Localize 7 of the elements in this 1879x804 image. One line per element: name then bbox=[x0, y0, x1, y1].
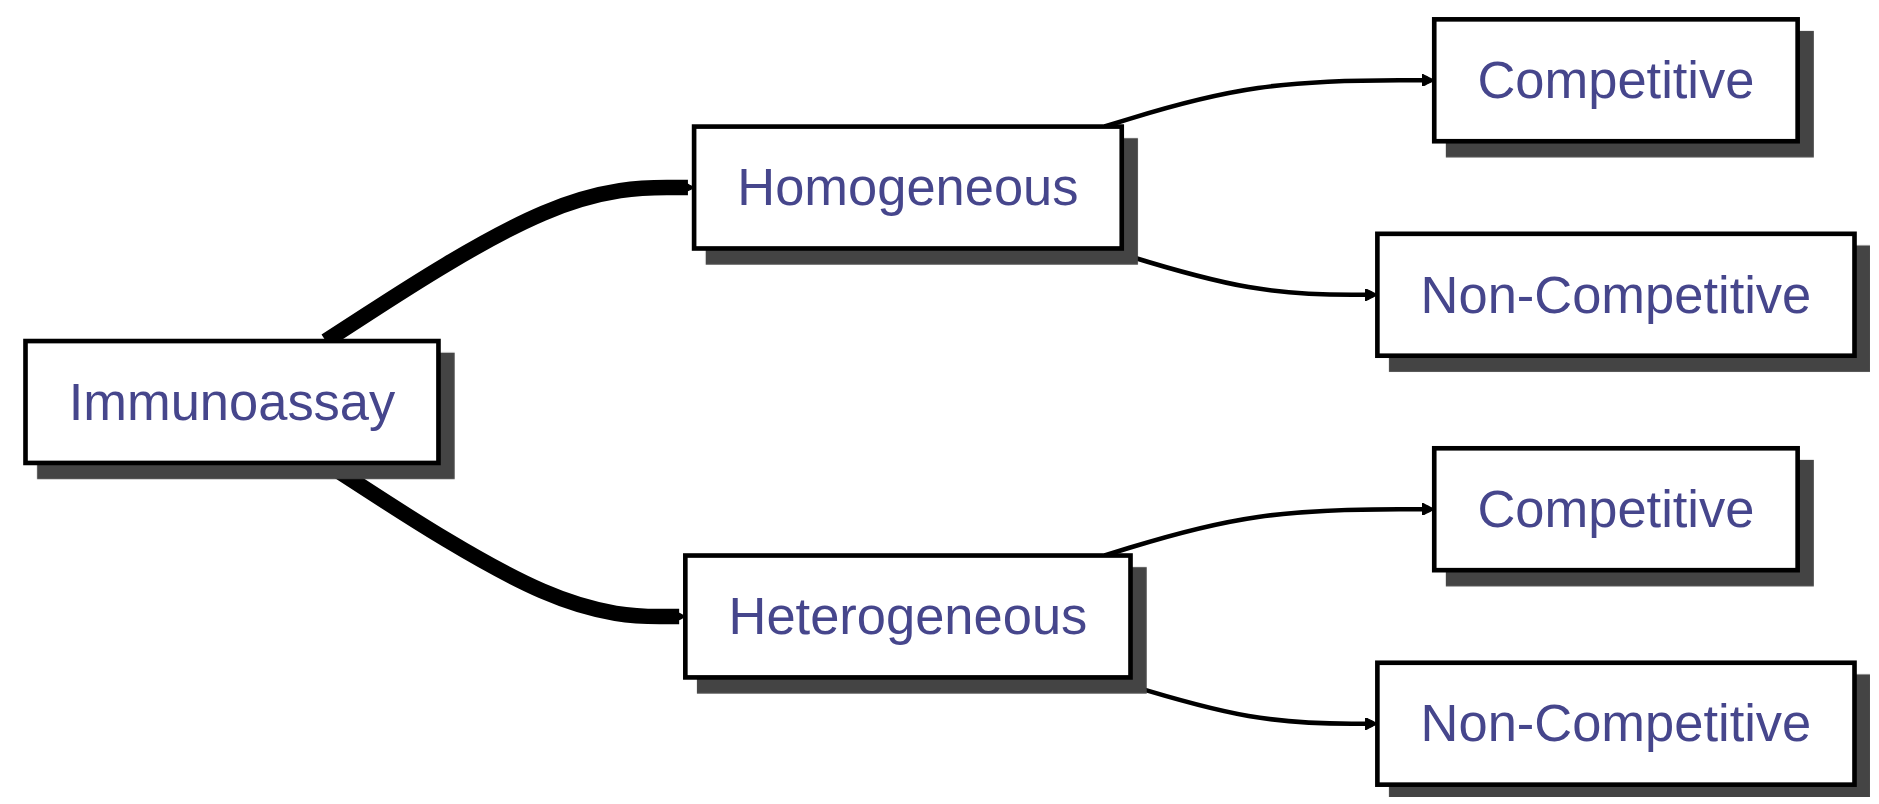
node-box: Non-Competitive bbox=[1374, 660, 1857, 787]
node-box: Competitive bbox=[1431, 445, 1800, 573]
node-box: Non-Competitive bbox=[1374, 231, 1857, 359]
node-box: Heterogeneous bbox=[682, 553, 1133, 680]
node-box: Immunoassay bbox=[22, 338, 441, 466]
node-box: Homogeneous bbox=[691, 124, 1124, 251]
node-box: Competitive bbox=[1431, 17, 1800, 144]
